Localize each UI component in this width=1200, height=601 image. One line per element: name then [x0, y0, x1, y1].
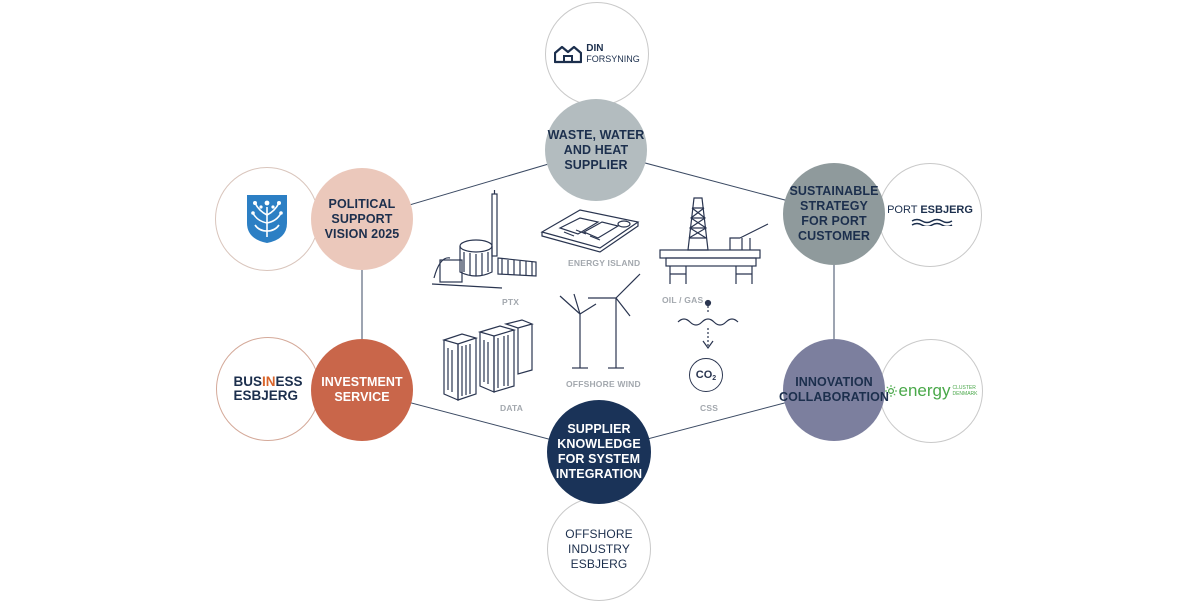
offshore-wind-label: OFFSHORE WIND	[566, 379, 641, 389]
sustainable-strategy-node: SUSTAINABLE STRATEGY FOR PORT CUSTOMER	[783, 163, 885, 265]
business-esbjerg-logo: BUSINESS ESBJERG	[233, 375, 302, 403]
bus-text: BUS	[233, 374, 262, 389]
offshore-industry-logo-circle: OFFSHORE INDUSTRY ESBJERG	[547, 497, 651, 601]
co2-text: CO	[695, 369, 713, 381]
css-label: CSS	[700, 403, 719, 413]
cluster-text: CLUSTER	[952, 385, 976, 391]
carbon-capture-arrow-icon	[677, 299, 739, 350]
innovation-collaboration-node: INNOVATION COLLABORATION	[779, 339, 889, 441]
sustainable-strategy-label: SUSTAINABLE STRATEGY FOR PORT CUSTOMER	[789, 184, 879, 243]
forsyning-text: FORSYNING	[586, 54, 640, 64]
data-center-icon	[441, 319, 534, 401]
energy-cluster-logo: energy CLUSTER DENMARK	[884, 381, 978, 401]
ptx-factory-icon	[432, 190, 537, 289]
innovation-collaboration-label: INNOVATION COLLABORATION	[778, 375, 890, 404]
sun-icon	[884, 385, 897, 397]
coat-of-arms-icon	[247, 195, 287, 243]
political-support-node: POLITICAL SUPPORT VISION 2025	[311, 168, 413, 270]
energy-text: energy	[898, 381, 951, 400]
political-support-label: POLITICAL SUPPORT VISION 2025	[324, 196, 400, 241]
ptx-label: PTX	[502, 297, 520, 307]
energy-cluster-logo-circle: energy CLUSTER DENMARK	[879, 339, 983, 443]
offshore-wind-icon	[559, 273, 641, 369]
house-icon	[554, 45, 583, 64]
in-text: IN	[262, 374, 276, 389]
denmark-text: DENMARK	[952, 391, 978, 397]
data-label: DATA	[500, 403, 524, 413]
energy-island-icon	[540, 209, 640, 253]
port-esbjerg-logo: PORT ESBJERG	[887, 204, 973, 226]
supplier-knowledge-node: SUPPLIER KNOWLEDGE FOR SYSTEM INTEGRATIO…	[547, 400, 651, 504]
oil-gas-platform-icon	[659, 197, 769, 284]
business-esbjerg-line2: ESBJERG	[233, 388, 299, 403]
port-text: PORT	[887, 204, 918, 216]
esbjerg-coat-circle	[215, 167, 319, 271]
business-esbjerg-logo-circle: BUSINESS ESBJERG	[216, 337, 320, 441]
oil-gas-label: OIL / GAS	[662, 295, 704, 305]
port-esbjerg-logo-circle: PORT ESBJERG	[878, 163, 982, 267]
din-forsyning-logo-circle: DIN FORSYNING	[545, 2, 649, 106]
wave-icon	[911, 218, 953, 226]
offshore-industry-label: OFFSHORE INDUSTRY ESBJERG	[565, 526, 633, 571]
co2-subscript: 2	[712, 374, 717, 382]
waste-water-heat-label: WASTE, WATER AND HEAT SUPPLIER	[547, 127, 645, 172]
esbjerg-text: ESBJERG	[920, 204, 973, 216]
energy-island-label: ENERGY ISLAND	[568, 258, 641, 268]
supplier-knowledge-label: SUPPLIER KNOWLEDGE FOR SYSTEM INTEGRATIO…	[555, 422, 643, 481]
investment-service-node: INVESTMENT SERVICE	[311, 339, 413, 441]
ess-text: ESS	[275, 374, 303, 389]
investment-service-label: INVESTMENT SERVICE	[321, 375, 403, 404]
waste-water-heat-node: WASTE, WATER AND HEAT SUPPLIER	[545, 99, 647, 201]
din-forsyning-logo: DIN FORSYNING	[554, 44, 640, 64]
din-text: DIN	[586, 43, 604, 54]
